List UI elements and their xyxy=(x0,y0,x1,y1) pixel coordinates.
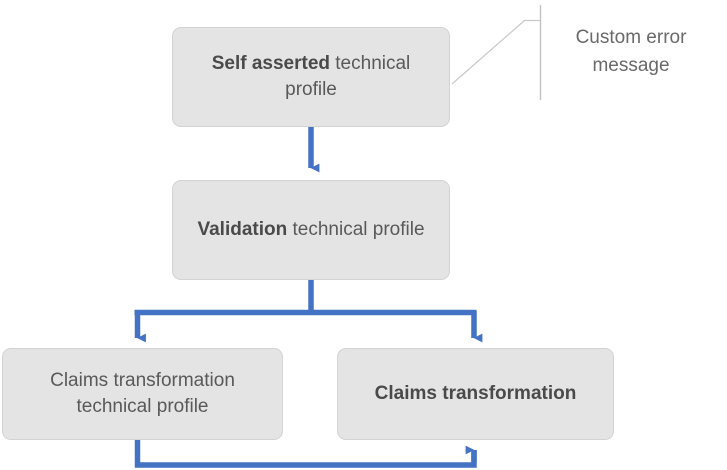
annotation-custom-error-message: Custom error message xyxy=(556,24,706,79)
node-label: Claims transformation xyxy=(374,382,577,404)
node-label: Claims transformation technical profile xyxy=(50,369,235,417)
node-label-rest-part: technical profile xyxy=(285,52,411,100)
node-label: Self asserted technical profile xyxy=(187,51,435,103)
node-validation-technical-profile[interactable]: Validation technical profile xyxy=(172,180,450,280)
annotation-line-2: message xyxy=(592,54,670,76)
connector-claims-transformation-loop xyxy=(134,440,477,468)
connector-validation-branch xyxy=(134,280,483,343)
node-label: Validation technical profile xyxy=(187,217,435,243)
node-claims-transformation[interactable]: Claims transformation xyxy=(337,348,614,440)
callout-leader-line xyxy=(451,5,542,100)
node-self-asserted-technical-profile[interactable]: Self asserted technical profile xyxy=(172,27,450,127)
annotation-line-1: Custom error xyxy=(575,27,687,48)
node-claims-transformation-technical-profile[interactable]: Claims transformation technical profile xyxy=(2,348,283,440)
node-label-bold-part: Validation xyxy=(197,218,288,240)
node-label-bold-part: Self asserted xyxy=(211,52,330,74)
node-label-rest-part: technical profile xyxy=(287,218,425,240)
